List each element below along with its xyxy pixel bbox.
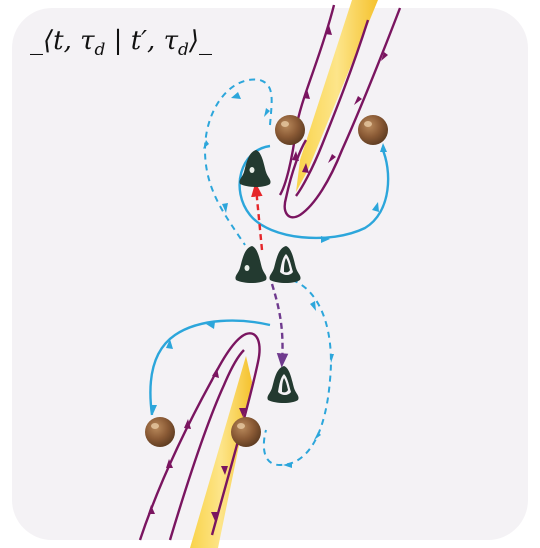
arrowhead	[303, 89, 310, 99]
arrowhead	[231, 92, 241, 99]
dark-green-bell-icon	[235, 246, 267, 283]
arrowhead	[150, 405, 157, 414]
brown-ball-icon	[231, 417, 261, 447]
upper-blue-arc	[238, 144, 390, 240]
arrowhead	[283, 462, 292, 468]
diagram-panel	[12, 8, 528, 540]
formula-prefix: _⟨t, τ	[30, 26, 95, 56]
arrowhead	[184, 419, 191, 429]
arrowhead	[380, 143, 387, 152]
lower-blue-dashed-loop	[262, 279, 332, 467]
upper-purple-line-loop	[283, 7, 402, 219]
arrowhead	[292, 151, 299, 161]
formula-mid: | t′, τ	[105, 26, 178, 56]
arrowhead	[302, 163, 309, 173]
dark-green-bell-icon	[267, 366, 299, 403]
arrowhead	[166, 459, 173, 468]
dark-green-bell-icon	[269, 246, 301, 283]
brown-ball-icon	[275, 115, 305, 145]
arrowhead	[328, 154, 336, 163]
brown-ball-icon	[358, 115, 388, 145]
formula-label: _⟨t, τd | t′, τd⟩_	[30, 26, 212, 60]
arrowhead	[221, 466, 228, 475]
arrowhead	[203, 140, 209, 149]
upper-purple-line-inner	[295, 19, 370, 197]
formula-sub1: d	[94, 40, 106, 61]
arrowhead	[206, 322, 215, 329]
lower-spike	[190, 356, 252, 548]
arrowhead	[264, 108, 270, 117]
lower-purple-line-inner	[168, 349, 245, 541]
arrowhead	[325, 25, 332, 35]
arrowhead	[321, 236, 330, 243]
violet-dashed-arrow	[270, 283, 289, 368]
arrowhead	[239, 408, 246, 417]
lower-blue-arc	[149, 319, 271, 416]
arrowhead	[211, 512, 218, 521]
arrowhead	[372, 202, 379, 212]
upper-blue-dashed-loop	[203, 78, 273, 246]
formula-suffix: ⟩_	[188, 26, 213, 56]
arrowhead	[310, 301, 316, 311]
arrowhead	[166, 339, 173, 349]
formula-sub2: d	[177, 40, 189, 61]
arrowhead	[222, 203, 228, 213]
arrowhead	[314, 432, 321, 440]
brown-ball-icon	[145, 417, 175, 447]
arrowhead	[148, 505, 155, 514]
arrowhead	[354, 96, 362, 105]
dark-green-bell-icon	[239, 150, 271, 187]
red-dashed-arrow	[251, 182, 264, 251]
arrowhead	[212, 368, 219, 378]
arrowhead	[330, 354, 334, 363]
arrowhead	[381, 52, 388, 61]
